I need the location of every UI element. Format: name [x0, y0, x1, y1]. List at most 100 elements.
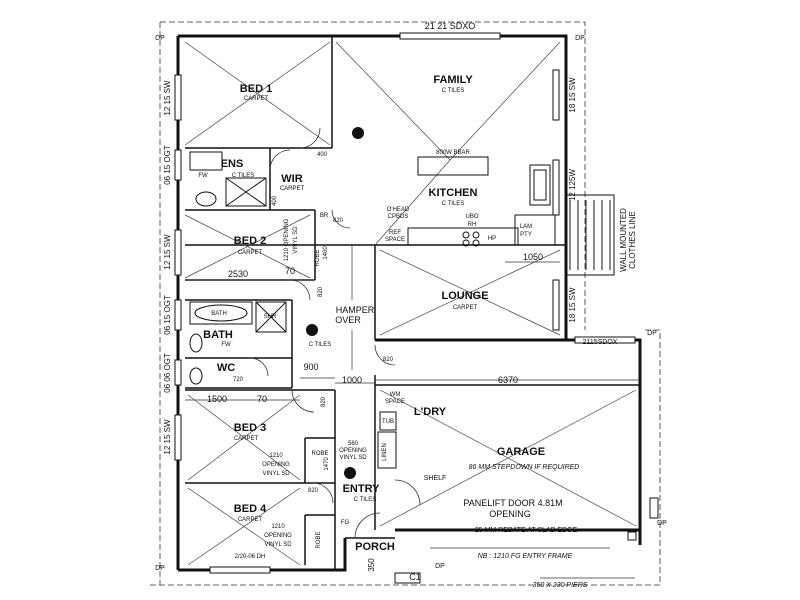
entry-finish: C TILES — [354, 497, 377, 503]
opening-bed3-1: 1210 — [269, 453, 283, 459]
porch-name: PORCH — [355, 541, 395, 553]
window-left-bed3: 12 15 SW — [163, 419, 172, 455]
bed1-finish: CARPET — [244, 96, 269, 102]
window-right-kitchen: 12 125W — [568, 169, 577, 201]
door-820-hall: 820 — [333, 218, 344, 224]
hamper-over-label: OVER — [335, 315, 361, 325]
shelf-label: SHELF — [424, 475, 447, 482]
window-right-lounge: 18 15 SW — [568, 287, 577, 323]
ohead-label: O'HEAD — [387, 207, 410, 213]
dp-garage: DP — [647, 330, 657, 337]
family-finish: C TILES — [442, 88, 465, 94]
hall-finish: C TILES — [309, 342, 332, 348]
wir-finish: CARPET — [280, 186, 305, 192]
robe-bed2-label: ROBE — [315, 249, 321, 266]
bed4-name: BED 4 — [234, 503, 267, 515]
linen-label: LINEN — [382, 443, 388, 461]
door-swings — [249, 127, 421, 539]
wir-name: WIR — [281, 173, 302, 185]
bed2-name: BED 2 — [234, 235, 266, 247]
ref-label: REF — [389, 230, 401, 236]
dim-1000: 1000 — [342, 375, 362, 385]
bed4-finish: CARPET — [238, 517, 263, 523]
note-stepdown: 86 MM STEPDOWN IF REQUIRED — [469, 464, 580, 471]
window-top-label: 21 21 SDXO — [425, 21, 476, 31]
window-left-bed2: 12 15 SW — [163, 234, 172, 270]
window-marks — [174, 32, 636, 574]
door-400-ens: 400 — [272, 195, 278, 206]
bed1-name: BED 1 — [240, 83, 272, 95]
robe-bed4-label: ROBE — [316, 531, 322, 548]
note-panelift-opening: OPENING — [489, 509, 531, 519]
note-piers: 350 X 230 PIERS — [533, 582, 588, 589]
window-left-wc: 06 06 OGT — [163, 353, 172, 393]
shr-label: SHR — [264, 314, 277, 320]
wc-name: WC — [217, 362, 235, 374]
dim-900: 900 — [303, 362, 318, 372]
dim-70-bottom: 70 — [257, 394, 267, 404]
note-panelift: PANELIFT DOOR 4.81M — [463, 498, 562, 508]
window-left-bed1: 12 15 SW — [163, 80, 172, 116]
entry-name: ENTRY — [343, 483, 381, 495]
dp-garage-bottom: DP — [657, 520, 667, 527]
ldry-name: L'DRY — [414, 406, 447, 418]
ens-name: ENS — [221, 158, 244, 170]
bath-tub-label: BATH — [211, 311, 227, 317]
door-820-bed3: 820 — [321, 396, 327, 407]
dp-top-right: DP — [575, 35, 585, 42]
dimension-lines — [185, 245, 640, 579]
ens-finish: C TILES — [232, 173, 255, 179]
door-820-bath: 820 — [318, 286, 324, 297]
dp-bottom-left: DP — [155, 565, 165, 572]
dim-350: 350 — [367, 558, 376, 572]
light-points — [306, 127, 364, 479]
window-left-ens: 06 15 OGT — [163, 145, 172, 185]
c1-label: C1 — [409, 572, 421, 582]
door-820-lounge: 820 — [383, 357, 394, 363]
garage-name: GARAGE — [497, 446, 545, 458]
bed2-finish: CARPET — [238, 250, 263, 256]
cpbds-label: CPBDS — [388, 214, 409, 220]
hamper-label: HAMPER — [336, 305, 375, 315]
tub-label: TUB — [382, 419, 394, 425]
lounge-name: LOUNGE — [441, 290, 488, 302]
door-720-wc: 720 — [233, 377, 244, 383]
robe-bed3-label: ROBE — [311, 451, 328, 457]
opening-bed2-2: VINYL SD — [293, 226, 299, 254]
opening-bed4-2: OPENING — [264, 533, 292, 539]
opening-bed4-1: 1210 — [271, 524, 285, 530]
door-400-wir: 400 — [317, 152, 328, 158]
clothes-line-frame — [565, 194, 615, 276]
lounge-finish: CARPET — [453, 305, 478, 311]
window-left-bath: 06 15 OGT — [163, 295, 172, 335]
bath-name: BATH — [203, 329, 233, 341]
dim-6370: 6370 — [498, 375, 518, 385]
kitchen-benches — [407, 156, 556, 247]
clothes-line-label-1: WALL MOUNTED — [619, 208, 628, 272]
dim-70-top: 70 — [285, 266, 295, 276]
dim-1050: 1050 — [523, 252, 543, 262]
kitchen-name: KITCHEN — [429, 187, 478, 199]
kitchen-finish: C TILES — [442, 201, 465, 207]
window-right-family: 18 15 SW — [568, 77, 577, 113]
ceiling-lines — [184, 41, 637, 566]
bbar-label: 800W BBAR — [436, 150, 470, 156]
door-1400-bed2: 1400 — [323, 246, 329, 260]
bathroom-fixtures — [189, 151, 397, 469]
opening-entry-1: 560 — [348, 441, 359, 447]
family-name: FAMILY — [433, 74, 473, 86]
ref-space-label: SPACE — [385, 237, 405, 243]
note-rebate: 25 MM REBATE AT SLAB EDGE — [475, 527, 578, 534]
clothes-line-label-2: CLOTHES LINE — [628, 211, 637, 269]
wm-label: WM — [390, 392, 401, 398]
bed3-name: BED 3 — [234, 422, 266, 434]
fw-ens-label: FW — [198, 173, 208, 179]
dp-porch: DP — [435, 563, 445, 570]
dp-top-left: DP — [155, 35, 165, 42]
rh-label: RH — [468, 222, 477, 228]
fw-bath-label: FW — [221, 342, 231, 348]
opening-bed3-3: VINYL SD — [262, 471, 290, 477]
opening-entry-3: VINYL SD — [339, 455, 367, 461]
br-label: BR — [320, 213, 329, 219]
